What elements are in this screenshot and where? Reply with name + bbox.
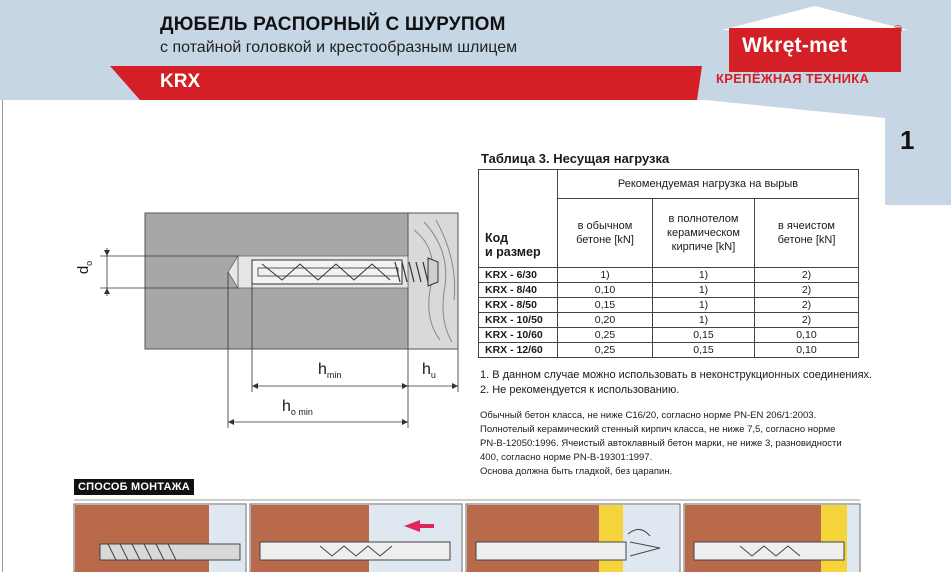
hmin-label: hmin (318, 361, 342, 381)
step-drill (73, 503, 247, 572)
h0min-label: ho min (282, 398, 313, 418)
table-row: KRX - 10/60 0,25 0,15 0,10 (478, 327, 859, 343)
footnote-1: 1. В данном случае можно использовать в … (480, 369, 873, 381)
group-header: Рекомендуемая нагрузка на вырыв (557, 169, 859, 199)
screw-thread (394, 257, 439, 287)
mounting-steps (73, 499, 861, 572)
step-insert (249, 503, 463, 572)
page-title: ДЮБЕЛЬ РАСПОРНЫЙ С ШУРУПОМ (160, 14, 506, 35)
footnote-2: 2. Не рекомендуется к использованию. (480, 384, 680, 396)
logo-house-icon (722, 6, 908, 72)
page-left-rule (2, 100, 3, 572)
step-screw (465, 503, 681, 572)
logo-wordmark: Wkręt-met (742, 34, 848, 57)
mounting-title: СПОСОБ МОНТАЖА (74, 479, 194, 495)
table-row: KRX - 8/40 0,10 1) 2) (478, 282, 859, 298)
page-number: 1 (900, 125, 915, 155)
model-code: KRX (160, 71, 201, 92)
table-caption: Таблица 3. Несущая нагрузка (481, 151, 670, 166)
d0-label: do (75, 260, 95, 275)
table-row: KRX - 12/60 0,25 0,15 0,10 (478, 342, 859, 358)
table-row: KRX - 6/30 1) 1) 2) (478, 267, 859, 283)
footnotes: 1. В данном случае можно использовать в … (480, 368, 900, 398)
table-row: KRX - 8/50 0,15 1) 2) (478, 297, 859, 313)
dowel-sleeve (251, 259, 403, 285)
material-specs: Обычный бетон класса, не ниже C16/20, со… (480, 410, 842, 477)
table-row: KRX - 10/50 0,20 1) 2) (478, 312, 859, 328)
registered-mark: ® (894, 24, 903, 36)
brand-tagline: КРЕПЁЖНАЯ ТЕХНИКА (716, 71, 870, 86)
step-final (683, 503, 861, 572)
page-subtitle: с потайной головкой и крестообразным шли… (160, 39, 518, 56)
hu-label: hu (422, 361, 436, 381)
dowel-installation-diagram (100, 212, 459, 428)
